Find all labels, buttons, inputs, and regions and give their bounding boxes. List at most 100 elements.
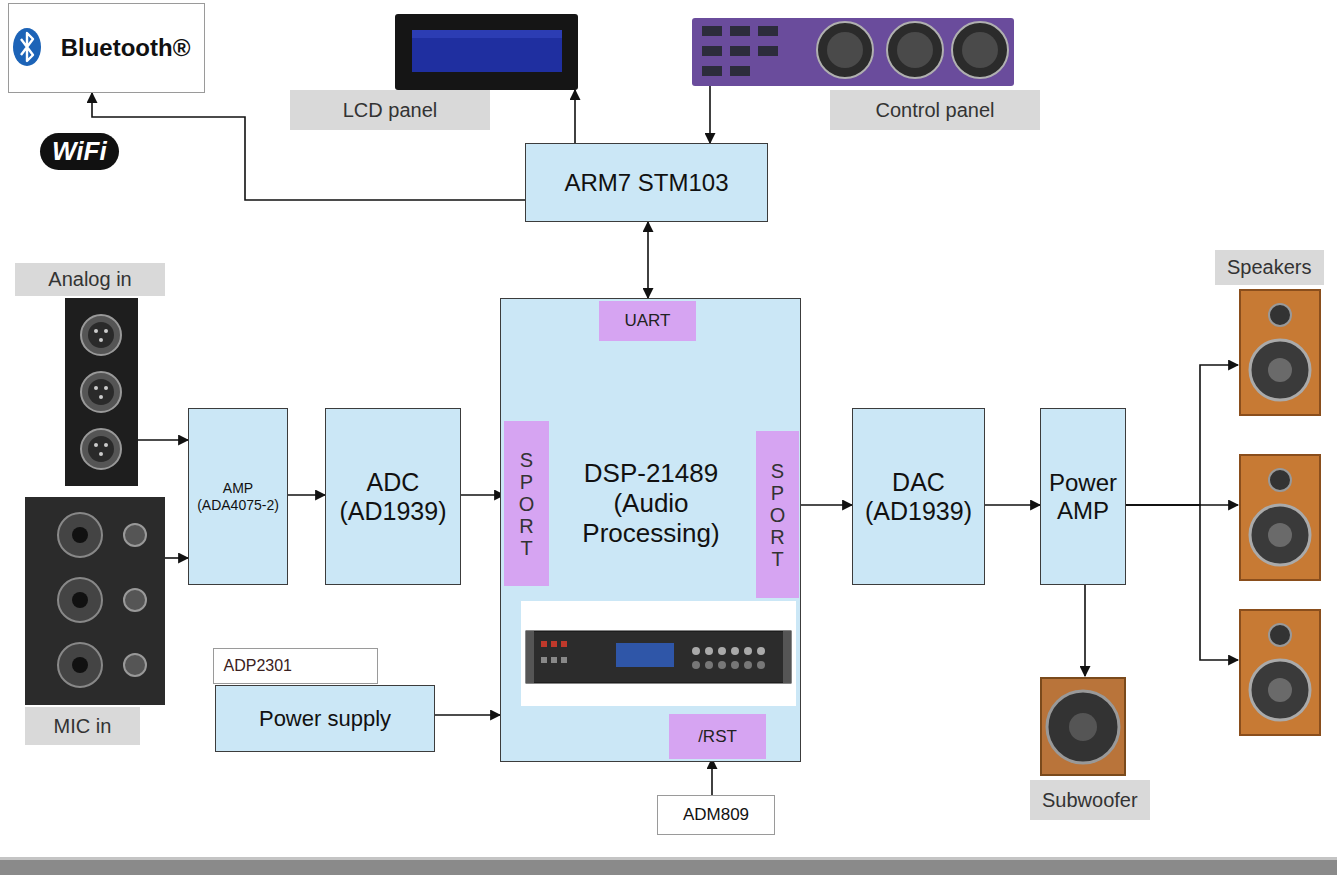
control-panel-picture xyxy=(730,46,750,56)
control-panel-picture xyxy=(730,66,750,76)
dsp-unit-picture xyxy=(561,641,567,647)
control-panel-picture xyxy=(952,22,1008,78)
control-panel-picture xyxy=(897,32,933,68)
xlr-input-picture xyxy=(88,379,114,405)
dsp-unit-picture xyxy=(526,631,534,683)
xlr-input-picture xyxy=(94,386,98,390)
xlr-input-picture xyxy=(81,315,121,355)
xlr-input-picture xyxy=(104,443,108,447)
block-label: ADM809 xyxy=(683,805,749,825)
dsp-unit-picture xyxy=(692,661,700,669)
bluetooth-icon xyxy=(21,33,33,61)
speaker-picture xyxy=(1240,290,1320,415)
control-panel-picture xyxy=(692,18,1014,86)
xlr-input-picture xyxy=(88,322,114,348)
xlr-input-picture xyxy=(81,372,121,412)
connector-arrow xyxy=(138,439,188,441)
control-panel-picture xyxy=(702,46,722,56)
block-label: Power supply xyxy=(259,706,391,731)
sport-port: SPORT xyxy=(504,421,549,586)
xlr-input-picture xyxy=(104,386,108,390)
mic-input-picture xyxy=(58,578,102,622)
speaker-picture xyxy=(1240,455,1320,580)
mic-input-picture xyxy=(124,524,146,546)
output-label: Speakers xyxy=(1215,250,1324,285)
block-label: DAC (AD1939) xyxy=(857,468,980,526)
connector-arrow xyxy=(574,90,576,143)
speaker-picture xyxy=(1269,624,1291,646)
control-panel: Control panel xyxy=(692,18,1014,86)
footer-bar xyxy=(0,857,1337,860)
control-panel-picture xyxy=(702,26,722,36)
control-panel-picture xyxy=(962,32,998,68)
logo-text: Bluetooth® xyxy=(61,34,191,62)
dsp-unit-picture xyxy=(521,601,796,706)
connector-arrow xyxy=(461,494,504,496)
dsp-unit-picture xyxy=(551,641,557,647)
connector-arrow xyxy=(165,557,188,559)
wifi-logo: WiFi xyxy=(40,133,119,170)
mic-input-picture xyxy=(58,513,102,557)
dsp-unit-picture xyxy=(757,661,765,669)
power-amp-box: Power AMP xyxy=(1040,408,1126,585)
sport-port: SPORT xyxy=(756,431,799,598)
bluetooth-icon xyxy=(13,28,41,66)
port-label: SPORT xyxy=(517,449,537,559)
lcd-module-picture xyxy=(395,14,578,90)
dsp-unit-picture xyxy=(616,643,674,667)
adc-box: ADC (AD1939) xyxy=(325,408,461,585)
connector-arrow xyxy=(711,759,713,795)
connector-arrow xyxy=(288,494,325,496)
block-label: Power AMP xyxy=(1045,469,1121,524)
part-number: ADP2301 xyxy=(213,648,378,684)
lcd-module-picture xyxy=(412,30,562,38)
speaker-picture xyxy=(1269,469,1291,491)
dsp-unit-picture xyxy=(561,657,567,663)
mic-input-picture xyxy=(124,589,146,611)
speaker-picture xyxy=(1250,505,1310,565)
control-panel-picture xyxy=(817,22,873,78)
dsp-unit-picture xyxy=(731,647,739,655)
input-label: MIC in xyxy=(25,707,140,745)
subwoofer-picture xyxy=(1069,713,1097,741)
bluetooth-icon xyxy=(13,28,41,66)
device-label: Control panel xyxy=(830,90,1040,130)
speaker-group: Speakers xyxy=(1238,288,1322,737)
connector-arrow xyxy=(709,86,711,143)
control-panel-picture xyxy=(758,26,778,36)
xlr-input-picture xyxy=(99,338,103,342)
pin-label: /RST xyxy=(698,727,737,747)
speaker-picture xyxy=(1240,610,1320,735)
control-panel-picture xyxy=(702,66,722,76)
dsp-unit-picture xyxy=(705,661,713,669)
mic-input-picture xyxy=(25,497,165,705)
mic-input-picture xyxy=(72,527,88,543)
footer-bar xyxy=(0,860,1337,875)
connector-arrow xyxy=(1084,585,1086,676)
xlr-input-picture xyxy=(65,298,138,486)
speaker-picture xyxy=(1268,678,1292,702)
control-panel-picture xyxy=(692,18,1014,86)
dsp-unit-picture xyxy=(731,661,739,669)
connector-arrow xyxy=(435,714,500,716)
dsp-unit-picture xyxy=(718,661,726,669)
speaker-picture xyxy=(1250,340,1310,400)
connector-arrow xyxy=(799,504,852,506)
reset-pin: /RST xyxy=(669,714,766,759)
footer-bar xyxy=(0,857,1337,875)
xlr-input-picture xyxy=(88,436,114,462)
dsp-unit-picture xyxy=(744,661,752,669)
mcu-box: ARM7 STM103 xyxy=(525,143,768,222)
subwoofer-picture xyxy=(1047,691,1119,763)
dsp-unit-picture xyxy=(757,647,765,655)
speaker-picture xyxy=(1240,290,1320,415)
speaker-picture xyxy=(1250,660,1310,720)
dsp-unit-picture xyxy=(521,601,796,706)
block-label: ADC (AD1939) xyxy=(330,468,456,526)
mic-input-picture xyxy=(72,592,88,608)
lcd-module-picture xyxy=(395,14,578,90)
xlr-input-picture xyxy=(81,429,121,469)
connector-arrow xyxy=(1126,365,1238,505)
speaker-picture xyxy=(1240,455,1320,580)
input-label: Analog in xyxy=(15,263,165,296)
